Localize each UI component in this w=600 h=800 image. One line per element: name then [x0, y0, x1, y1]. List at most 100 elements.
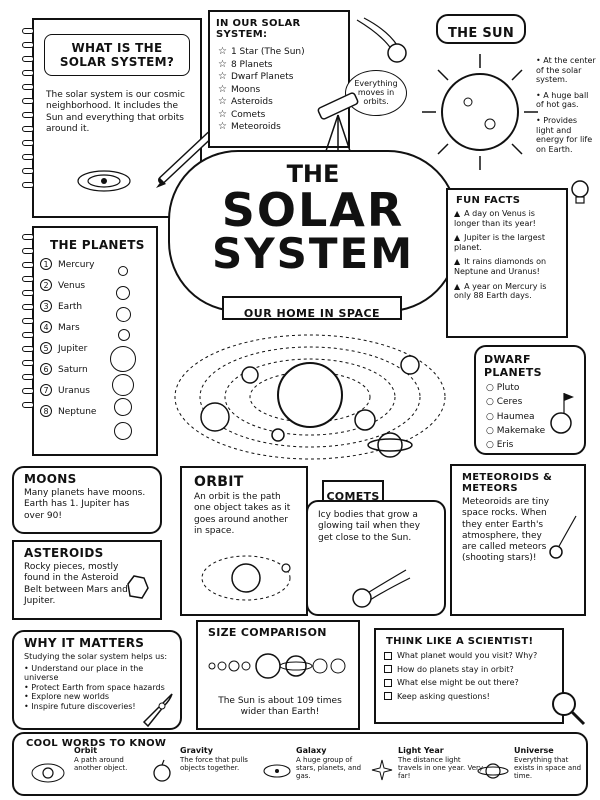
apple-icon	[153, 759, 171, 782]
fun-facts-panel: FUN FACTS A day on Venus is longer than …	[446, 188, 568, 338]
asteroids-heading: ASTEROIDS	[24, 546, 104, 560]
cool-word: Galaxy A huge group of stars, planets, a…	[296, 746, 362, 781]
moons-panel: MOONS Many planets have moons. Earth has…	[12, 466, 162, 534]
sun-heading-box: THE SUN	[436, 14, 526, 44]
dwarf-planets-list: ○ Pluto ○ Ceres ○ Haumea ○ Makemake ○ Er…	[476, 383, 584, 451]
what-is-heading-box: WHAT IS THE SOLAR SYSTEM?	[44, 34, 190, 76]
dwarf-planet-item: ○ Haumea	[486, 411, 535, 422]
orbit-word-icon	[31, 763, 65, 783]
sun-fact: • Provides light and energy for life on …	[536, 115, 593, 154]
system-item: Asteroids	[218, 96, 340, 109]
title-system: SYSTEM	[211, 229, 415, 278]
in-our-system-heading: IN OUR SOLAR SYSTEM:	[216, 18, 301, 40]
orbit-panel: ORBIT An orbit is the path one object ta…	[180, 466, 308, 616]
dwarf-planets-heading: DWARF PLANETS	[484, 353, 542, 379]
subtitle-ribbon: OUR HOME IN SPACE	[222, 296, 402, 320]
system-item: 1 Star (The Sun)	[218, 46, 340, 59]
subtitle: OUR HOME IN SPACE	[243, 307, 381, 320]
notebook-spiral-planets	[22, 234, 34, 416]
system-item: 8 Planets	[218, 59, 340, 72]
sun-icon	[422, 54, 538, 170]
meteoroids-body: Meteoroids are tiny space rocks. When th…	[462, 497, 550, 564]
sun-heading: THE SUN	[447, 26, 515, 41]
meteor-icon	[549, 515, 577, 559]
moons-body: Many planets have moons. Earth has 1. Ju…	[24, 488, 146, 521]
why-matters-item: • Inspire future discoveries!	[24, 701, 136, 711]
question-item: Keep asking questions!	[384, 692, 554, 702]
saturn-icon	[112, 374, 134, 396]
sun-facts: • At the center of the solar system. • A…	[536, 56, 596, 154]
think-scientist-heading: THINK LIKE A SCIENTIST!	[386, 636, 534, 647]
galaxy-word-icon	[263, 764, 291, 778]
title-solar: SOLAR	[221, 183, 405, 237]
comet-icon	[352, 569, 411, 608]
checkbox-icon	[384, 665, 392, 674]
solar-orbit-diagram	[174, 334, 446, 460]
sun-fact: • At the center of the solar system.	[536, 56, 596, 85]
what-is-heading: WHAT IS THE SOLAR SYSTEM?	[59, 41, 175, 69]
question-item: What planet would you visit? Why?	[384, 651, 554, 661]
what-is-panel: WHAT IS THE SOLAR SYSTEM? The solar syst…	[32, 18, 202, 218]
earth-icon	[116, 307, 131, 322]
why-matters-list: • Understand our place in the universe •…	[14, 664, 180, 712]
pencil-icon	[156, 131, 214, 188]
uranus-icon	[114, 398, 132, 416]
cool-words-heading: COOL WORDS TO KNOW	[26, 738, 167, 749]
orbit-speech-bubble: Everything moves in orbits.	[345, 70, 407, 116]
mars-icon	[118, 329, 130, 341]
orbit-body: An orbit is the path one object takes as…	[194, 492, 291, 536]
mercury-icon	[118, 266, 128, 276]
asteroids-panel: ASTEROIDS Rocky pieces, mostly found in …	[12, 540, 162, 620]
think-scientist-panel: THINK LIKE A SCIENTIST! What planet woul…	[374, 628, 564, 724]
asteroid-icon	[127, 575, 149, 599]
why-matters-item: • Explore new worlds	[24, 692, 110, 702]
fun-facts-list: A day on Venus is longer than its year! …	[448, 209, 566, 301]
neptune-icon	[114, 422, 132, 440]
meteoroids-panel: METEOROIDS & METEORS Meteoroids are tiny…	[450, 464, 586, 616]
earth-orbit-icon	[201, 555, 291, 601]
venus-icon	[116, 286, 130, 300]
in-our-system-panel: IN OUR SOLAR SYSTEM: 1 Star (The Sun) 8 …	[208, 10, 350, 148]
notebook-spiral-left	[22, 28, 34, 196]
system-item: Moons	[218, 84, 340, 97]
checkbox-icon	[384, 692, 392, 701]
question-item: How do planets stay in orbit?	[384, 665, 554, 675]
fun-fact: A year on Mercury is only 88 Earth days.	[454, 282, 560, 301]
cool-word: Universe Everything that exists in space…	[514, 746, 582, 781]
saturn-word-icon	[477, 763, 509, 779]
orbit-heading: ORBIT	[194, 474, 244, 490]
planets-heading: THE PLANETS	[50, 238, 145, 252]
comets-heading-box: COMETS	[322, 480, 384, 503]
dwarf-planet-item: ○ Ceres	[486, 397, 523, 408]
cool-words-row: Orbit A path around another object. Grav…	[14, 744, 586, 798]
dwarf-planets-panel: DWARF PLANETS ○ Pluto ○ Ceres ○ Haumea ○…	[474, 345, 586, 455]
fun-fact: A day on Venus is longer than its year!	[454, 209, 560, 228]
checkbox-icon	[384, 651, 392, 660]
fun-facts-heading: FUN FACTS	[456, 195, 521, 206]
size-comparison-body: The Sun is about 109 times wider than Ea…	[218, 696, 342, 718]
size-comparison-planets	[208, 653, 346, 679]
checkbox-icon	[384, 678, 392, 687]
what-is-body: The solar system is our cosmic neighborh…	[46, 90, 185, 134]
rocket-icon	[142, 693, 173, 728]
jupiter-icon	[110, 346, 136, 372]
dwarf-planet-item: ○ Pluto	[486, 383, 520, 393]
galaxy-icon	[77, 170, 131, 192]
system-item: Dwarf Planets	[218, 71, 340, 84]
moons-heading: MOONS	[24, 472, 77, 486]
in-our-system-list: 1 Star (The Sun) 8 Planets Dwarf Planets…	[210, 44, 348, 136]
orbit-bubble-text: Everything moves in orbits.	[354, 79, 398, 106]
light-year-icon	[371, 759, 393, 781]
cool-word: Orbit A path around another object.	[74, 746, 128, 772]
why-matters-intro: Studying the solar system helps us:	[24, 652, 168, 661]
title-cloud: THE SOLAR SYSTEM	[168, 150, 458, 312]
dwarf-planet-flag-icon	[550, 393, 574, 434]
think-scientist-list: What planet would you visit? Why? How do…	[376, 651, 562, 701]
